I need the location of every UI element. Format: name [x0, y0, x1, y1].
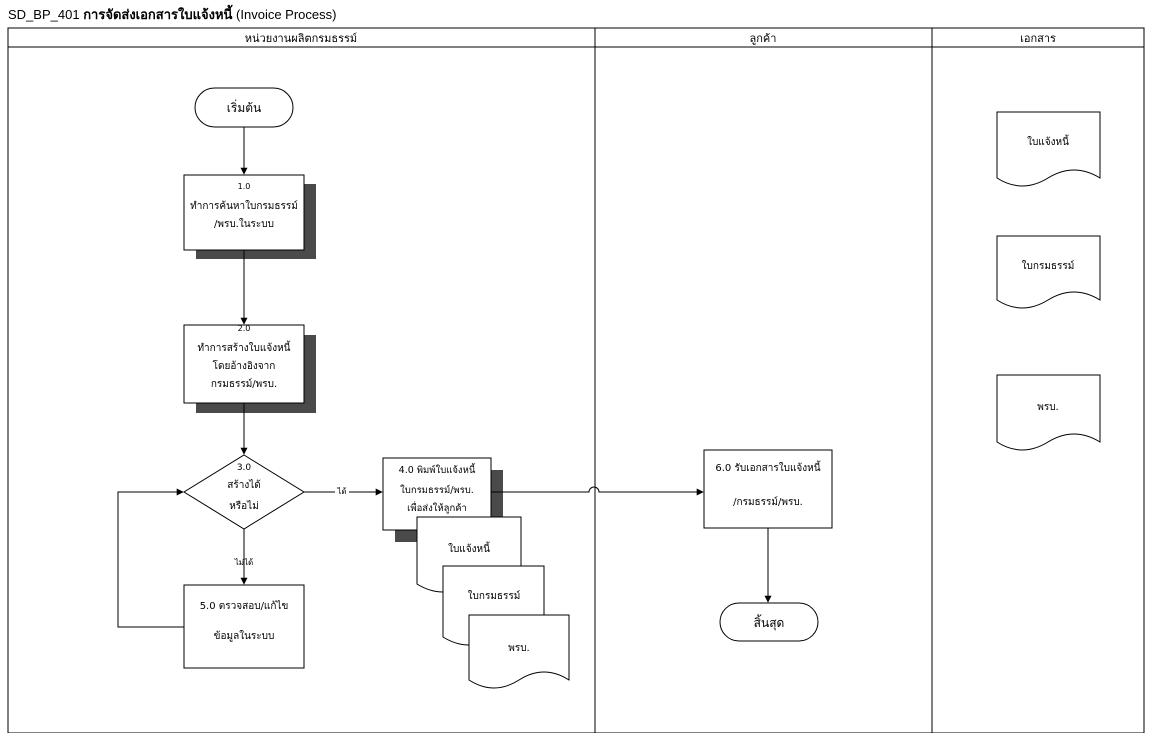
lane-header-documents: เอกสาร [1020, 32, 1056, 45]
edge-step4-to-step6 [491, 486, 704, 496]
doc-lane-prb-label: พรบ. [1037, 402, 1059, 413]
step2-line3: กรมธรรม์/พรบ. [211, 378, 277, 390]
start-terminator: เริ่มต้น [194, 87, 294, 128]
step1-line1: ทำการค้นหาใบกรมธรรม์ [190, 200, 298, 212]
title-name-en: (Invoice Process) [236, 7, 337, 22]
process-step-2: 2.0 ทำการสร้างใบแจ้งหนี้ โดยอ้างอิงจาก ก… [183, 324, 316, 413]
lane-header-customer: ลูกค้า [750, 32, 777, 45]
edge-yes-label-bg [335, 485, 349, 497]
doc-lane-policy: ใบกรมธรรม์ [996, 235, 1101, 309]
step1-number: 1.0 [238, 182, 251, 191]
step6-line1: 6.0 รับเอกสารใบแจ้งหนี้ [715, 460, 821, 474]
end-terminator: สิ้นสุด [719, 602, 819, 642]
connectors [117, 127, 772, 628]
step5-line1: 5.0 ตรวจสอบ/แก้ไข [200, 600, 289, 612]
step4-line3: เพื่อส่งให้ลูกค้า [407, 501, 467, 514]
step2-line2: โดยอ้างอิงจาก [213, 359, 276, 372]
process-step-6: 6.0 รับเอกสารใบแจ้งหนี้ /กรมธรรม์/พรบ. [703, 449, 833, 529]
title-code: SD_BP_401 [8, 7, 80, 22]
printed-doc-invoice-label: ใบแจ้งหนี้ [448, 541, 490, 555]
start-label: เริ่มต้น [227, 99, 261, 115]
lane-header-production: หน่วยงานผลิตกรมธรรม์ [245, 32, 357, 45]
step2-line1: ทำการสร้างใบแจ้งหนี้ [197, 340, 291, 354]
printed-doc-policy-label: ใบกรมธรรม์ [468, 590, 521, 602]
swimlane-frame [7, 27, 1145, 733]
doc-lane-invoice-label: ใบแจ้งหนี้ [1027, 134, 1069, 148]
doc-lane-policy-label: ใบกรมธรรม์ [1022, 260, 1075, 272]
step2-number: 2.0 [238, 324, 251, 333]
step6-line2: /กรมธรรม์/พรบ. [733, 496, 803, 508]
decision-line1: สร้างได้ [227, 479, 261, 491]
printed-doc-prb-label: พรบ. [508, 643, 530, 654]
step5-line2: ข้อมูลในระบบ [214, 630, 275, 642]
process-step-1: 1.0 ทำการค้นหาใบกรมธรรม์ /พรบ.ในระบบ [183, 174, 316, 259]
step4-line1: 4.0 พิมพ์ใบแจ้งหนี้ [399, 463, 476, 476]
edge-yes-label: ได้ [336, 487, 346, 496]
edge-no-label: ไม่ได้ [234, 558, 254, 567]
doc-lane-prb: พรบ. [996, 374, 1101, 451]
title-name-th: การจัดส่งเอกสารใบแจ้งหนี้ [83, 7, 233, 22]
step1-line2: /พรบ.ในระบบ [214, 218, 274, 230]
decision-number: 3.0 [237, 463, 252, 473]
edge-step5-loop-to-decision [117, 488, 184, 628]
decision-3: 3.0 สร้างได้ หรือไม่ [183, 454, 305, 530]
decision-line2: หรือไม่ [229, 500, 259, 512]
end-label: สิ้นสุด [754, 614, 785, 631]
step4-line2: ใบกรมธรรม์/พรบ. [400, 484, 474, 496]
printed-doc-prb: พรบ. [468, 614, 570, 689]
doc-lane-invoice: ใบแจ้งหนี้ [996, 111, 1101, 187]
diagram-title: SD_BP_401 การจัดส่งเอกสารใบแจ้งหนี้ (Inv… [8, 6, 336, 24]
process-step-5: 5.0 ตรวจสอบ/แก้ไข ข้อมูลในระบบ [183, 584, 305, 669]
